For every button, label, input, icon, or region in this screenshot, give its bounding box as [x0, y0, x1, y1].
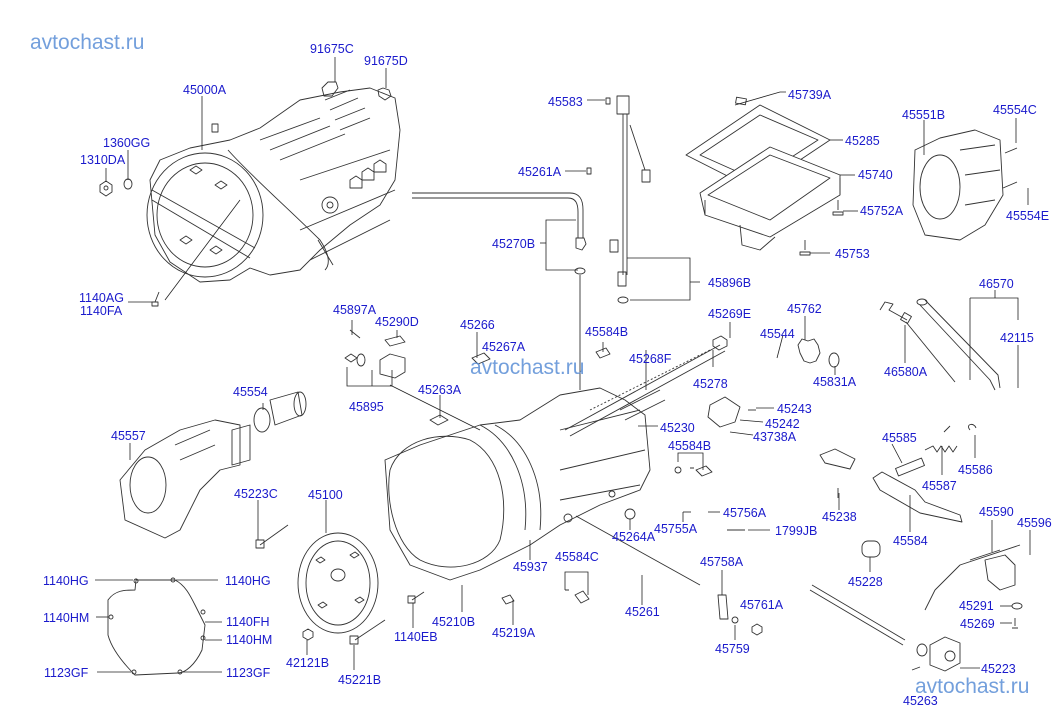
part-label[interactable]: 1123GF [226, 666, 271, 680]
part-label[interactable]: 45897A [333, 303, 377, 317]
part-label[interactable]: 45261A [518, 165, 562, 179]
part-label[interactable]: 45100 [308, 488, 343, 502]
part-label[interactable]: 45000A [183, 83, 227, 97]
part-label[interactable]: 45739A [788, 88, 832, 102]
part-label[interactable]: 45895 [349, 400, 384, 414]
watermark-top-left: avtochast.ru [30, 31, 145, 54]
part-label[interactable]: 45584C [555, 550, 599, 564]
part-label[interactable]: 45596 [1017, 516, 1052, 530]
rear-extension-drawing [119, 391, 307, 539]
part-label[interactable]: 45756A [723, 506, 767, 520]
part-label[interactable]: 45753 [835, 247, 870, 261]
part-label[interactable]: 45551B [902, 108, 946, 122]
part-label[interactable]: 45264A [612, 530, 656, 544]
part-label[interactable]: 1140HM [43, 611, 90, 625]
part-label[interactable]: 42121B [286, 656, 330, 670]
part-label[interactable]: 1123GF [44, 666, 89, 680]
part-label[interactable]: 45230 [660, 421, 695, 435]
part-label[interactable]: 45242 [765, 417, 800, 431]
part-label[interactable]: 42115 [1000, 331, 1034, 345]
part-label[interactable]: 45759 [715, 642, 750, 656]
harness-drawing [412, 95, 651, 390]
part-label[interactable]: 45583 [548, 95, 583, 109]
dipstick-drawing [879, 298, 1001, 391]
part-label[interactable]: 45761A [740, 598, 784, 612]
part-label[interactable]: 45544 [760, 327, 795, 341]
part-label[interactable]: 45762 [787, 302, 822, 316]
shift-linkage-drawing [809, 423, 1023, 672]
watermark-bottom-right: avtochast.ru [915, 675, 1030, 698]
part-label[interactable]: 45267A [482, 340, 526, 354]
part-label[interactable]: 45758A [700, 555, 744, 569]
part-label[interactable]: 45554 [233, 385, 268, 399]
part-label[interactable]: 45587 [922, 479, 957, 493]
part-label[interactable]: 45937 [513, 560, 548, 574]
part-label[interactable]: 45223C [234, 487, 278, 501]
part-label[interactable]: 1140FH [226, 615, 270, 629]
part-label[interactable]: 45755A [654, 522, 698, 536]
part-label[interactable]: 1140HG [225, 574, 271, 588]
part-label[interactable]: 45219A [492, 626, 536, 640]
transmission-case-drawing [384, 344, 726, 586]
part-label[interactable]: 1360GG [103, 136, 151, 150]
part-label[interactable]: 45586 [958, 463, 993, 477]
part-label[interactable]: 45263 [903, 694, 938, 708]
part-label[interactable]: 45752A [860, 204, 904, 218]
part-label[interactable]: 45590 [979, 505, 1014, 519]
torque-converter-drawing [297, 532, 379, 634]
part-label[interactable]: 46570 [979, 277, 1014, 291]
part-label[interactable]: 45557 [111, 429, 146, 443]
part-label[interactable]: 45228 [848, 575, 883, 589]
part-label[interactable]: 1310DA [80, 153, 126, 167]
part-label[interactable]: 45278 [693, 377, 728, 391]
part-label[interactable]: 45584B [585, 325, 629, 339]
part-label[interactable]: 1140FA [80, 304, 123, 318]
part-label[interactable]: 45223 [981, 662, 1016, 676]
part-label[interactable]: 45290D [375, 315, 419, 329]
part-label[interactable]: 45263A [418, 383, 462, 397]
part-label[interactable]: 45268F [629, 352, 672, 366]
part-label[interactable]: 45585 [882, 431, 917, 445]
part-label[interactable]: 91675C [310, 42, 354, 56]
part-label[interactable]: 45269E [708, 307, 752, 321]
part-label[interactable]: 43738A [753, 430, 797, 444]
part-label[interactable]: 45238 [822, 510, 857, 524]
part-label[interactable]: 45584 [893, 534, 928, 548]
part-label[interactable]: 45831A [813, 375, 857, 389]
part-label[interactable]: 46580A [884, 365, 928, 379]
fasteners-drawing [255, 329, 856, 645]
part-label[interactable]: 45261 [625, 605, 660, 619]
part-label[interactable]: 45740 [858, 168, 893, 182]
part-label[interactable]: 45243 [777, 402, 812, 416]
part-label[interactable]: 45584B [668, 439, 712, 453]
part-label[interactable]: 91675D [364, 54, 408, 68]
part-label[interactable]: 45270B [492, 237, 536, 251]
part-label[interactable]: 1799JB [775, 524, 818, 538]
transmission-assembly-drawing [99, 81, 401, 307]
part-label[interactable]: 45285 [845, 134, 880, 148]
oil-pan-drawing [685, 96, 844, 256]
part-label[interactable]: 1140HG [43, 574, 89, 588]
leader-lines [95, 57, 1031, 673]
part-label[interactable]: 1140HM [226, 633, 273, 647]
part-label[interactable]: 45210B [432, 615, 476, 629]
part-label[interactable]: 45266 [460, 318, 495, 332]
part-label[interactable]: 1140EB [394, 630, 438, 644]
part-label[interactable]: 45269 [960, 617, 995, 631]
part-label[interactable]: 45291 [959, 599, 994, 613]
extension-housing-drawing [912, 129, 1018, 241]
part-label[interactable]: 45554C [993, 103, 1037, 117]
part-label[interactable]: 45896B [708, 276, 752, 290]
part-label[interactable]: 1140AG [79, 291, 124, 305]
gasket-drawing [107, 577, 206, 676]
watermark-center: avtochast.ru [470, 356, 585, 379]
part-label[interactable]: 45554E [1006, 209, 1050, 223]
part-label[interactable]: 45221B [338, 673, 382, 687]
